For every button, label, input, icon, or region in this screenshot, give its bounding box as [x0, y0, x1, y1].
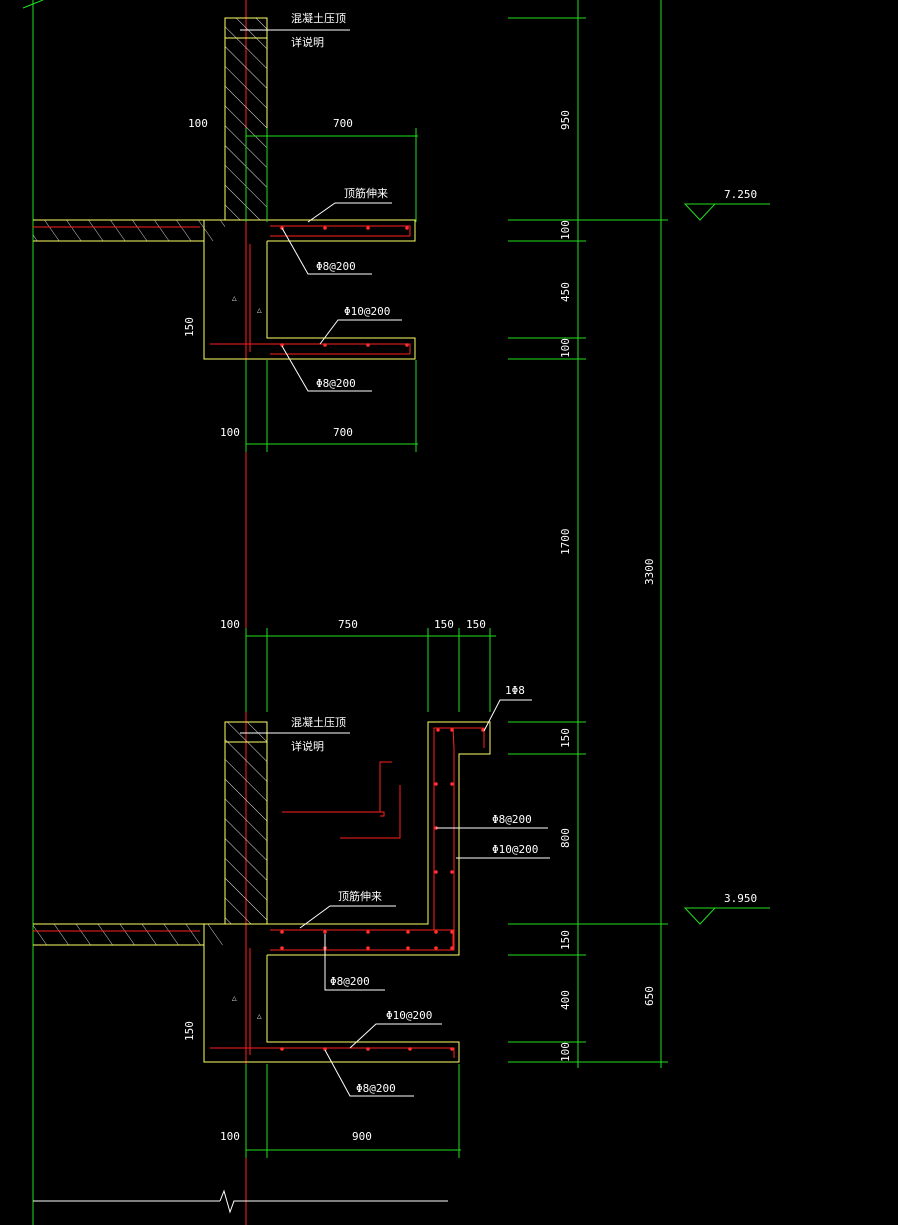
bot-label-topbar: 顶筋伸来: [338, 889, 382, 903]
bot-note-line1: 混凝土压顶: [291, 715, 346, 729]
bot-bar-mid: Φ10@200: [386, 1009, 432, 1022]
bot-bar-lower: Φ8@200: [356, 1082, 396, 1095]
top-note-line1: 混凝土压顶: [291, 11, 346, 25]
dim-1700: 1700: [559, 529, 572, 556]
svg-text:△: △: [257, 1013, 262, 1020]
dim-3300: 3300: [643, 559, 656, 586]
dim-450: 450: [559, 282, 572, 302]
top-bar-mid: Φ10@200: [344, 305, 390, 318]
dim-650: 650: [643, 986, 656, 1006]
dim-100b: 100: [559, 338, 572, 358]
bot-bar-outer: Φ10@200: [492, 843, 538, 856]
svg-text:△: △: [257, 307, 262, 314]
top-dim-150: 150: [183, 317, 196, 337]
level-marker-lower: 3.950: [683, 892, 770, 925]
dim-950: 950: [559, 110, 572, 130]
level-upper-text: 7.250: [724, 188, 757, 201]
bot-dim-bottom-100: 100: [220, 1130, 240, 1143]
svg-text:△: △: [232, 995, 237, 1002]
right-dimensions: 950 100 450 100 1700 150 800 150 400 100…: [508, 0, 770, 1068]
top-bar-lower: Φ8@200: [316, 377, 356, 390]
bottom-detail: 100 750 150 150 混凝土压顶 详说明: [33, 618, 550, 1158]
dim-400: 400: [559, 990, 572, 1010]
bot-dim-bottom-900: 900: [352, 1130, 372, 1143]
dim-100c: 100: [559, 1042, 572, 1062]
bot-dim-150b: 150: [466, 618, 486, 631]
top-dim-bottom-100: 100: [220, 426, 240, 439]
top-dim-bottom-700: 700: [333, 426, 353, 439]
svg-text:△: △: [232, 295, 237, 302]
bot-dim-100: 100: [220, 618, 240, 631]
bot-label-1phi8: 1Φ8: [505, 684, 525, 697]
dim-150a: 150: [559, 728, 572, 748]
bot-dim-150: 150: [183, 1021, 196, 1041]
bot-bar-slab: Φ8@200: [330, 975, 370, 988]
dim-150b: 150: [559, 930, 572, 950]
bot-note-line2: 详说明: [291, 739, 324, 753]
bot-dim-150a: 150: [434, 618, 454, 631]
top-dim-100: 100: [188, 117, 208, 130]
top-bar-slab: Φ8@200: [316, 260, 356, 273]
top-label-topbar: 顶筋伸来: [344, 186, 388, 200]
level-lower-text: 3.950: [724, 892, 757, 905]
dim-100a: 100: [559, 220, 572, 240]
dim-800: 800: [559, 828, 572, 848]
top-note-line2: 详说明: [291, 35, 324, 49]
top-dim-700: 700: [333, 117, 353, 130]
bot-bar-inner: Φ8@200: [492, 813, 532, 826]
bot-dim-750: 750: [338, 618, 358, 631]
top-detail: 混凝土压顶 详说明 △ △ 100 700 顶筋伸来: [33, 11, 418, 452]
level-marker-upper: 7.250: [683, 188, 770, 221]
